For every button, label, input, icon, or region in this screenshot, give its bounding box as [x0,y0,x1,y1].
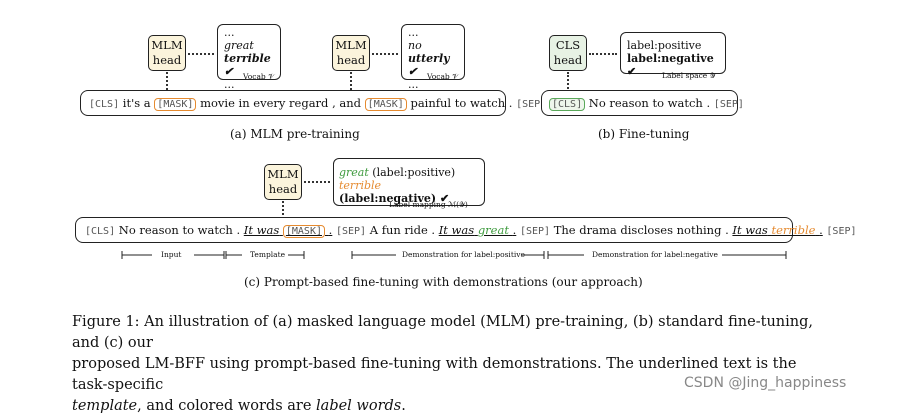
label-item: label:positive [627,39,702,52]
label-word: great [477,223,509,237]
template-text: It was [732,223,768,237]
template-text: It was [438,223,475,237]
head-label-2: head [268,182,298,196]
figure-caption: Figure 1: An illustration of (a) masked … [72,312,832,417]
text-span: No reason to watch . [118,223,241,237]
vocab-box-1: ... great terrible ✔ ... [217,24,281,91]
vocab-label: Vocab 𝒱 [243,72,275,81]
vocab-item: ... [408,26,419,39]
sep-token: [SEP] [335,226,367,237]
label-mapping-caption: Label mapping ℳ(𝒴) [389,200,468,209]
caption-a: (a) MLM pre-training [230,127,360,141]
mlm-head-a2: MLM head [332,35,370,71]
connector-dots [304,181,330,183]
head-label-1: CLS [555,38,581,52]
template-text: It was [243,223,280,237]
vocab-item: great [224,39,254,52]
cls-token: [CLS] [549,98,586,111]
label-word: terrible [339,179,382,192]
head-label-1: MLM [267,167,299,181]
connector-dots [589,53,617,55]
text-span: . [512,223,517,237]
head-label-2: head [336,53,366,67]
connector-dots [282,201,284,219]
watermark: CSDN @Jing_happiness [684,375,847,391]
caption-b: (b) Fine-tuning [598,127,690,141]
label-item: label:negative ✔ [627,52,714,78]
mapping-row: terrible (label:negative) ✔ [339,179,479,205]
vocab-item: no [408,39,422,52]
input-sentence: [CLS] No reason to watch . [SEP] [549,96,744,111]
vocab-item: utterly ✔ [408,52,450,78]
segment-demo-negative: Demonstration for label:negative [592,250,718,259]
input-sentence: [CLS] No reason to watch . It was [MASK]… [85,223,857,238]
mask-token: [MASK] [364,98,407,111]
label-name: (label:positive) [372,166,456,179]
mlm-head-c: MLM head [264,164,302,200]
segment-demo-positive: Demonstration for label:positive [402,250,525,259]
label-name: (label:negative) ✔ [339,192,450,205]
connector-dots [567,72,569,92]
vocab-label: Vocab 𝒱 [427,72,459,81]
label-mapping-box: great (label:positive) terrible (label:n… [333,158,485,206]
label-word: terrible [771,223,816,237]
connector-dots [372,53,398,55]
caption-line: Figure 1: An illustration of (a) masked … [72,314,813,351]
text-span: . [328,223,333,237]
head-label-1: MLM [151,38,183,52]
connector-dots [166,72,168,94]
segment-template: Template [250,250,286,259]
caption-em: template [72,398,138,414]
caption-line: proposed LM-BFF using prompt-based fine-… [72,356,797,393]
vocab-item: ... [408,78,419,91]
text-span: The drama discloses nothing . [553,223,729,237]
sep-token: [SEP] [519,226,551,237]
caption-em: label words [316,398,402,414]
cls-head: CLS head [549,35,587,71]
text-span: movie in every regard , and [200,96,362,110]
vocab-item: terrible ✔ [224,52,271,78]
vocab-item: ... [224,26,235,39]
sep-token: [SEP] [516,99,547,110]
vocab-item: ... [224,78,235,91]
cls-token: [CLS] [89,99,120,110]
label-word: great [339,166,369,179]
cls-token: [CLS] [85,226,116,237]
caption-text: , and colored words are [137,398,312,414]
mask-token: [MASK] [154,98,197,111]
sentence-box-c: [CLS] No reason to watch . It was [MASK]… [75,217,857,243]
head-label-2: head [553,53,583,67]
sentence-box-a: [CLS] it's a [MASK] movie in every regar… [80,90,546,116]
vocab-box-2: ... no utterly ✔ ... [401,24,465,91]
caption-text: . [401,398,406,414]
text-span: . [819,223,823,237]
head-label-1: MLM [335,38,367,52]
sep-token: [SEP] [713,99,744,110]
head-label-2: head [152,53,182,67]
bracket-lines [121,251,787,259]
segment-input: Input [161,250,182,259]
caption-line: template, and colored words are label wo… [72,396,832,417]
sentence-box-b: [CLS] No reason to watch . [SEP] [541,90,744,116]
caption-c: (c) Prompt-based fine-tuning with demons… [244,275,643,289]
text-span: A fun ride . [369,223,436,237]
text-span: it's a [122,96,151,110]
mask-token: [MASK] [282,225,325,238]
text-span: No reason to watch . [588,96,711,110]
label-space-caption: Label space 𝒴 [662,71,716,80]
input-sentence: [CLS] it's a [MASK] movie in every regar… [89,96,547,111]
sep-token: [SEP] [826,226,857,237]
mlm-head-a1: MLM head [148,35,186,71]
connector-dots [188,53,214,55]
label-space-box: label:positive label:negative ✔ [620,32,726,78]
text-span: painful to watch . [410,96,513,110]
connector-dots [350,72,352,94]
mapping-row: great (label:positive) [339,166,479,179]
segment-brackets [121,251,787,259]
